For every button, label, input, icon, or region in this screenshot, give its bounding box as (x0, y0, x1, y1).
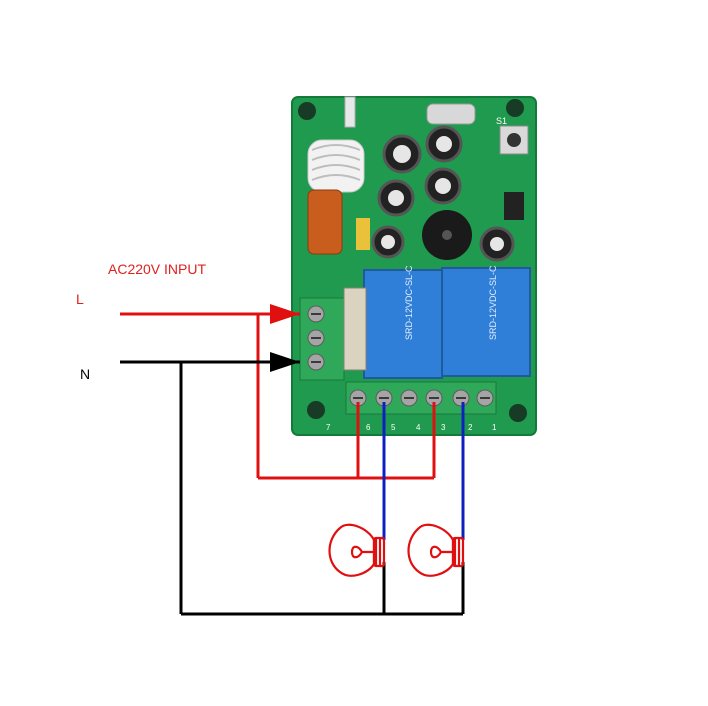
neutral-label: N (80, 366, 91, 382)
lamp-1-icon (328, 523, 386, 577)
terminal-numbers: 7 6 5 4 3 2 1 (326, 423, 497, 432)
crystal (426, 103, 476, 125)
jumper (504, 192, 524, 220)
load-wires (382, 402, 465, 540)
mounting-hole (298, 102, 316, 120)
mounting-hole (307, 401, 325, 419)
terminal-number-2: 2 (468, 423, 473, 432)
neutral-wire (120, 360, 465, 616)
small-capacitor (356, 218, 370, 250)
lamp-2-icon (407, 523, 465, 577)
relay-1: SRD-12VDC-SL-C (363, 265, 443, 379)
capacitors (371, 125, 515, 262)
terminal-number-7: 7 (326, 423, 331, 432)
resistor-block (343, 287, 367, 371)
receiver-board: S1 SRD-12VDC-SL-C SRD-12VDC-SL-C (291, 96, 537, 436)
neutral-arrow (270, 352, 300, 372)
input-terminal-block (299, 297, 345, 381)
diagram-title: AC220V INPUT (108, 261, 207, 277)
live-arrow (270, 304, 300, 324)
live-label: L (76, 291, 84, 307)
terminal-number-5: 5 (391, 423, 396, 432)
output-terminal-block (345, 381, 497, 415)
mounting-hole (506, 99, 524, 117)
mounting-hole (509, 404, 527, 422)
terminal-number-6: 6 (366, 423, 371, 432)
terminal-number-3: 3 (441, 423, 446, 432)
terminal-number-1: 1 (492, 423, 497, 432)
terminal-number-4: 4 (416, 423, 421, 432)
relay-1-model: SRD-12VDC-SL-C (404, 265, 414, 340)
relay-2: SRD-12VDC-SL-C (441, 265, 531, 377)
relay-2-model: SRD-12VDC-SL-C (488, 265, 498, 340)
antenna-lead (344, 96, 356, 128)
button-label: S1 (496, 116, 507, 126)
x2-capacitor (307, 189, 343, 255)
antenna-coil (307, 139, 365, 193)
